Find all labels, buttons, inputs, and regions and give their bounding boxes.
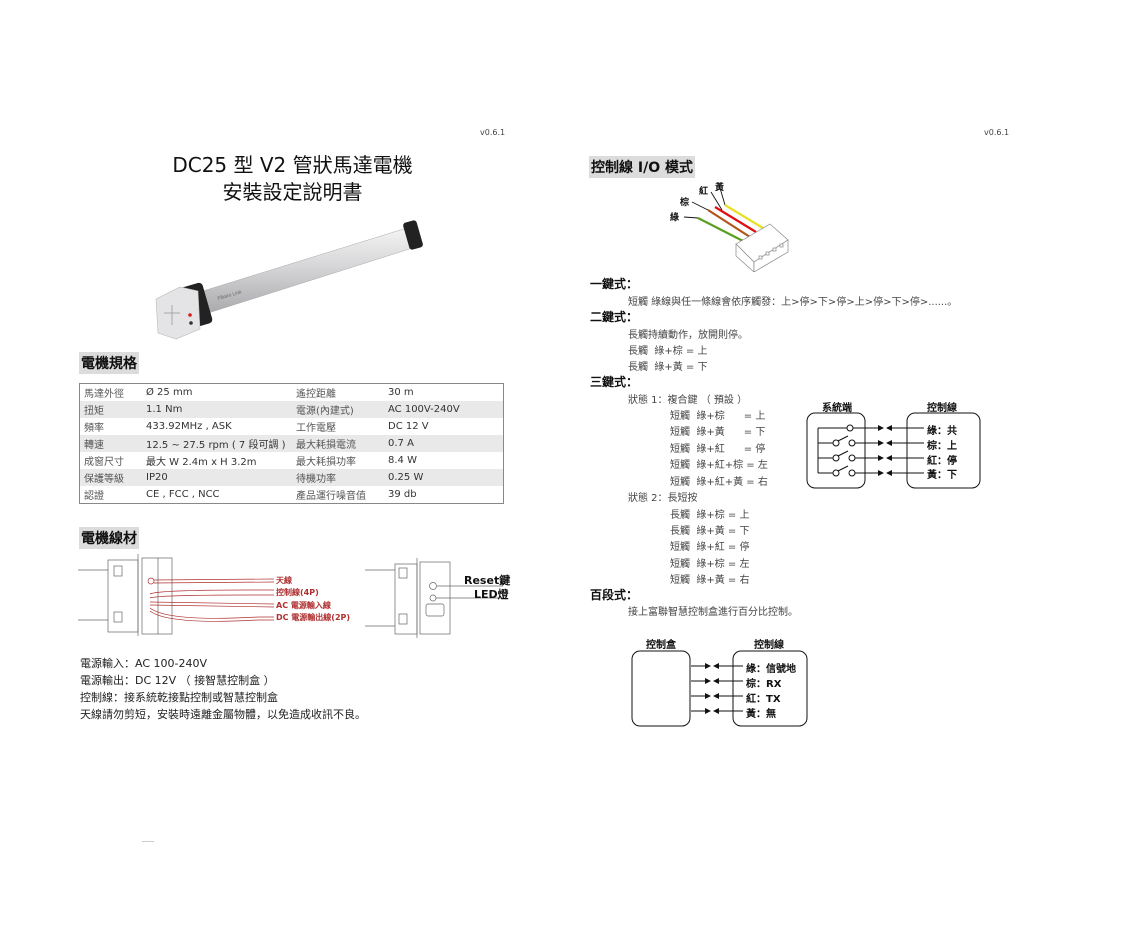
svg-text:紅: 紅 (699, 185, 708, 197)
percent-line: 接上富聯智慧控制盒進行百分比控制。 (628, 607, 798, 618)
spec-label: 電源(內建式) (292, 401, 384, 418)
svg-text:黃: 黃 (714, 181, 724, 193)
state2-line: 短觸 綠+棕 = 左 (670, 559, 750, 570)
spec-label: 產品運行噪音值 (296, 491, 366, 502)
spec-value: 12.5 ~ 27.5 rpm ( 7 段可調 ) (142, 435, 292, 452)
two-key-line: 長觸 綠+棕 = 上 (628, 346, 708, 357)
three-key-state2-title: 狀態 2：長短按 (628, 493, 698, 504)
wire-label-control: 控制線(4P) (276, 588, 319, 597)
table-row: 認證 CE , FCC , NCC 產品運行噪音值 39 db (80, 486, 504, 504)
note-power-input: 電源輸入：AC 100-240V (80, 657, 207, 670)
svg-text:棕: 棕 (679, 196, 689, 208)
left-version: v0.6.1 (480, 128, 506, 137)
wire-label-antenna: 天線 (276, 576, 292, 585)
spec-label: 遙控距離 (296, 389, 336, 400)
spec-value: AC 100V-240V (384, 401, 504, 418)
table-row: 保護等級 IP20 待機功率 0.25 W (79, 469, 504, 486)
spec-value: 0.7 A (384, 435, 504, 452)
page-footer-mark (142, 841, 154, 842)
specs-heading: 電機規格 (79, 352, 139, 374)
two-key-line: 長觸 綠+黃 = 下 (628, 362, 708, 373)
spec-value: 1.1 Nm (142, 401, 292, 418)
one-key-title: 一鍵式： (590, 277, 639, 291)
state1-line: 短觸 綠+紅+棕 = 左 (670, 460, 768, 471)
note-power-output: 電源輸出：DC 12V （ 接智慧控制盒 ） (80, 674, 275, 687)
spec-label: 馬達外徑 (84, 389, 124, 400)
spec-value: DC 12 V (388, 421, 429, 432)
state2-line: 短觸 綠+黃 = 右 (670, 575, 750, 586)
one-key-line: 短觸 綠線與任一條線會依序觸發：上>停>下>停>上>停>下>停>......。 (628, 297, 958, 308)
spec-value: 0.25 W (384, 469, 504, 486)
spec-value: 最大 W 2.4m x H 3.2m (146, 457, 257, 468)
percent-title: 百段式： (590, 588, 639, 602)
two-key-title: 二鍵式： (590, 310, 639, 324)
motor-product-image: Fibaro Link (150, 215, 450, 340)
spec-value: IP20 (142, 469, 292, 486)
diagram2-item: 黃：無 (746, 709, 776, 720)
led-label: LED燈 (474, 588, 509, 601)
svg-text:綠: 綠 (670, 211, 680, 223)
spec-label: 最大耗損電流 (292, 435, 384, 452)
notes: 電源輸入：AC 100-240V 電源輸出：DC 12V （ 接智慧控制盒 ） … (80, 655, 366, 723)
two-key-line: 長觸持續動作，放開則停。 (628, 330, 748, 341)
spec-value: 8.4 W (388, 455, 417, 466)
motor-end-diagram (365, 558, 505, 638)
state2-line: 短觸 綠+紅 = 停 (670, 542, 750, 553)
specs-table: 馬達外徑 Ø 25 mm 遙控距離 30 m 扭矩 1.1 Nm 電源(內建式)… (79, 383, 504, 504)
spec-label: 成窗尺寸 (84, 457, 124, 468)
table-row: 成窗尺寸 最大 W 2.4m x H 3.2m 最大耗損功率 8.4 W (80, 452, 504, 469)
spec-label: 認證 (84, 491, 104, 502)
note-antenna: 天線請勿剪短，安裝時遠離金屬物體，以免造成收訊不良。 (80, 708, 366, 721)
spec-label: 頻率 (84, 423, 104, 434)
table-row: 扭矩 1.1 Nm 電源(內建式) AC 100V-240V (79, 401, 504, 418)
diagram2-item: 綠：信號地 (746, 664, 796, 675)
dry-contact-diagram (806, 412, 982, 490)
diagram2-right-title: 控制線 (754, 640, 784, 651)
spec-label: 扭矩 (79, 401, 142, 418)
three-key-title: 三鍵式： (590, 375, 639, 389)
diagram1-right-title: 控制線 (927, 403, 957, 414)
document-title-line2: 安裝設定說明書 (222, 180, 363, 204)
motor-wiring-diagram (78, 550, 278, 640)
spec-label: 保護等級 (79, 469, 142, 486)
table-row: 轉速 12.5 ~ 27.5 rpm ( 7 段可調 ) 最大耗損電流 0.7 … (79, 435, 504, 452)
spec-value: Ø 25 mm (146, 387, 193, 398)
right-version: v0.6.1 (984, 128, 1010, 137)
state1-line: 短觸 綠+棕 = 上 (670, 411, 766, 422)
connector-diagram: 綠 棕 紅 黃 (670, 180, 800, 273)
spec-label: 最大耗損功率 (296, 457, 356, 468)
table-row: 馬達外徑 Ø 25 mm 遙控距離 30 m (80, 384, 504, 402)
reset-button-label: Reset鍵 (464, 574, 511, 587)
wire-label-dc-output: DC 電源輸出線(2P) (276, 613, 351, 622)
wires-heading: 電機線材 (79, 527, 139, 549)
diagram1-left-title: 系統端 (822, 403, 852, 414)
spec-value: 433.92MHz , ASK (146, 421, 232, 432)
spec-value: 30 m (388, 387, 414, 398)
spec-label: 工作電壓 (296, 423, 336, 434)
diagram1-item: 黃：下 (927, 470, 957, 481)
spec-label: 待機功率 (292, 469, 384, 486)
note-control-wire: 控制線：接系統乾接點控制或智慧控制盒 (80, 691, 278, 704)
state2-line: 長觸 綠+黃 = 下 (670, 526, 750, 537)
diagram1-item: 棕：上 (927, 441, 957, 452)
three-key-state1-title: 狀態 1：複合鍵 （ 預設 ） (628, 395, 748, 406)
spec-label: 轉速 (79, 435, 142, 452)
diagram1-item: 綠：共 (927, 426, 957, 437)
document-title-line1: DC25 型 V2 管狀馬達電機 (172, 153, 413, 177)
control-box-diagram (631, 650, 809, 728)
diagram2-item: 紅：TX (746, 694, 781, 705)
wire-label-ac-input: AC 電源輸入線 (276, 601, 331, 610)
state1-line: 短觸 綠+紅+黃 = 右 (670, 477, 768, 488)
spec-value: CE , FCC , NCC (146, 489, 220, 500)
state1-line: 短觸 綠+黃 = 下 (670, 427, 766, 438)
diagram2-left-title: 控制盒 (646, 640, 676, 651)
diagram2-item: 棕：RX (746, 679, 782, 690)
io-mode-heading: 控制線 I/O 模式 (589, 156, 695, 178)
spec-value: 39 db (388, 489, 417, 500)
state1-line: 短觸 綠+紅 = 停 (670, 444, 766, 455)
diagram1-item: 紅：停 (927, 456, 957, 467)
state2-line: 長觸 綠+棕 = 上 (670, 510, 750, 521)
table-row: 頻率 433.92MHz , ASK 工作電壓 DC 12 V (80, 418, 504, 435)
